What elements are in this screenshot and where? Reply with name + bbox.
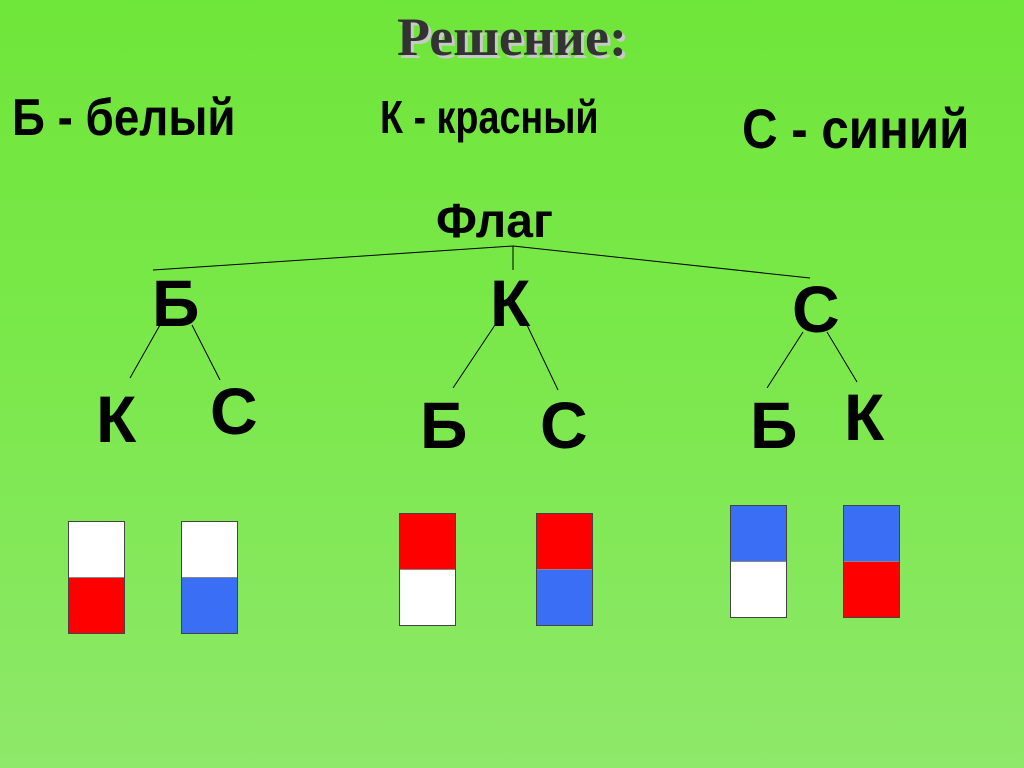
bottom-stripe-blue xyxy=(537,569,592,625)
top-stripe-blue xyxy=(844,506,899,561)
edge-b-k xyxy=(129,324,161,379)
flag-6 xyxy=(843,505,900,618)
tree-node-k: К xyxy=(490,266,531,340)
tree-node-s: С xyxy=(792,272,840,346)
top-stripe-white xyxy=(182,522,237,577)
top-stripe-white xyxy=(69,522,124,577)
bottom-stripe-red xyxy=(69,577,124,633)
edge-s-b xyxy=(766,331,804,389)
flag-3 xyxy=(399,513,456,626)
edge-root-b xyxy=(152,245,514,271)
tree-leaf-k-b: Б xyxy=(420,388,468,462)
legend-red: К - красный xyxy=(380,91,599,143)
top-stripe-blue xyxy=(731,506,786,561)
edge-k-s xyxy=(526,324,559,391)
top-stripe-red xyxy=(400,514,455,569)
slide-title: Решение: xyxy=(397,7,627,67)
edge-s-k xyxy=(826,331,858,383)
legend-white: Б - белый xyxy=(12,89,236,147)
bottom-stripe-white xyxy=(731,561,786,617)
flag-1 xyxy=(68,521,125,634)
flag-4 xyxy=(536,513,593,626)
tree-leaf-k-s: С xyxy=(540,388,588,462)
tree-leaf-b-s: С xyxy=(210,374,258,448)
flag-5 xyxy=(730,505,787,618)
legend-blue: С - синий xyxy=(742,97,970,160)
tree-node-b: Б xyxy=(152,266,200,340)
tree-leaf-s-b: Б xyxy=(750,388,798,462)
tree-leaf-s-k: К xyxy=(844,380,885,454)
bottom-stripe-red xyxy=(844,561,899,617)
tree-leaf-b-k: К xyxy=(96,382,137,456)
bottom-stripe-white xyxy=(400,569,455,625)
edge-root-s xyxy=(512,245,811,279)
edge-k-b xyxy=(452,324,496,389)
edge-b-s xyxy=(191,324,221,381)
bottom-stripe-blue xyxy=(182,577,237,633)
flag-2 xyxy=(181,521,238,634)
top-stripe-red xyxy=(537,514,592,569)
tree-root-label: Флаг xyxy=(436,195,553,248)
